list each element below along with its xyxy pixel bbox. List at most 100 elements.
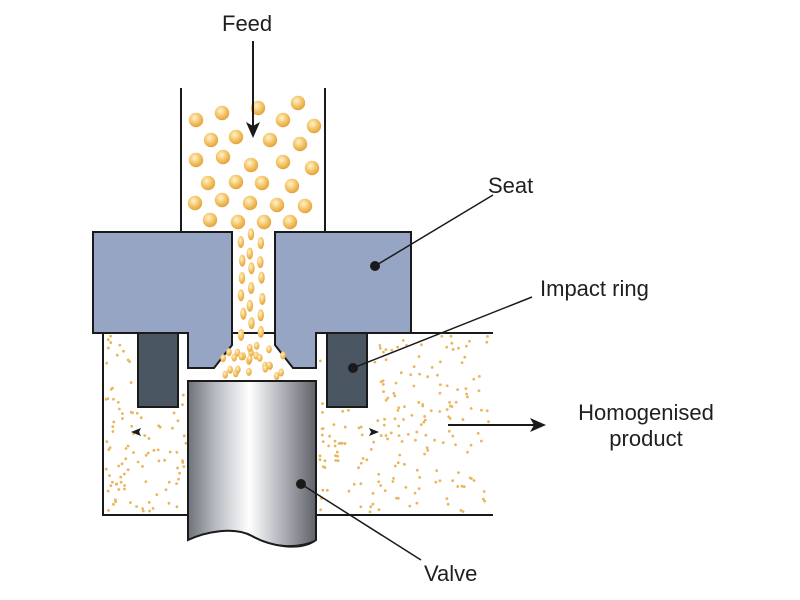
fine-particle bbox=[320, 433, 324, 437]
fine-particle bbox=[336, 459, 340, 463]
fine-particle bbox=[466, 450, 469, 454]
fine-particle bbox=[111, 430, 115, 433]
fine-particle bbox=[464, 387, 468, 391]
fine-particle bbox=[107, 448, 111, 452]
fine-particle bbox=[340, 441, 344, 445]
fine-particle bbox=[377, 508, 381, 512]
fine-particle bbox=[417, 355, 421, 358]
valve-bottom-shadow bbox=[251, 535, 317, 548]
fine-particle bbox=[369, 505, 373, 509]
valve bbox=[187, 380, 317, 548]
fine-particle bbox=[135, 505, 138, 508]
fine-particle bbox=[332, 423, 336, 427]
fine-particle bbox=[418, 476, 422, 479]
fine-particle bbox=[479, 439, 483, 443]
fine-particle bbox=[337, 442, 341, 445]
fine-particle bbox=[321, 427, 325, 431]
globule bbox=[237, 328, 245, 341]
fine-particle bbox=[126, 468, 130, 472]
fine-particle bbox=[382, 423, 386, 427]
fine-particle bbox=[398, 453, 402, 457]
fine-particle bbox=[323, 466, 327, 469]
fine-particle bbox=[359, 482, 363, 486]
homogenised-label-line2: product bbox=[609, 426, 683, 451]
fine-particle bbox=[352, 482, 356, 486]
globule bbox=[214, 192, 230, 208]
globule bbox=[240, 307, 247, 320]
fine-particle bbox=[115, 353, 119, 357]
fine-particle bbox=[334, 459, 338, 462]
fine-particle bbox=[359, 425, 363, 429]
fine-particle bbox=[106, 338, 110, 342]
fine-particle bbox=[177, 477, 180, 481]
impact-ring-leader-line bbox=[352, 296, 533, 369]
globule bbox=[203, 132, 219, 148]
fine-particle bbox=[412, 384, 416, 388]
fine-particle bbox=[439, 360, 442, 364]
globule bbox=[188, 112, 204, 128]
globule bbox=[306, 118, 322, 134]
fine-particle bbox=[423, 415, 427, 418]
fine-particle bbox=[461, 510, 465, 513]
globule bbox=[284, 178, 300, 194]
globule bbox=[273, 371, 280, 380]
globule bbox=[292, 136, 308, 152]
fine-particle bbox=[172, 411, 176, 415]
fine-particle bbox=[410, 413, 414, 417]
fine-particle bbox=[438, 479, 442, 483]
fine-particle bbox=[448, 417, 452, 420]
fine-particle bbox=[347, 408, 350, 412]
fine-particle bbox=[435, 373, 439, 377]
fine-particle bbox=[357, 426, 361, 430]
fine-particle bbox=[417, 401, 421, 404]
fine-particle bbox=[171, 426, 174, 430]
fine-particle bbox=[403, 462, 406, 466]
fine-particle bbox=[438, 410, 442, 413]
fine-particle bbox=[126, 358, 130, 362]
fine-particle bbox=[321, 488, 325, 492]
fine-particle bbox=[109, 484, 113, 488]
impact-ring-left bbox=[137, 332, 179, 408]
fine-particle bbox=[472, 479, 476, 482]
fine-particle bbox=[181, 393, 185, 397]
fine-particle bbox=[105, 361, 109, 365]
fine-particle bbox=[321, 440, 325, 443]
fine-particle bbox=[384, 434, 388, 437]
valve-body bbox=[187, 380, 317, 548]
fine-particle bbox=[476, 431, 480, 435]
fine-particle bbox=[472, 377, 476, 381]
fine-particle bbox=[419, 423, 423, 427]
fine-particle bbox=[112, 502, 115, 506]
fine-particle bbox=[457, 471, 460, 475]
fine-particle bbox=[318, 359, 322, 363]
globule bbox=[254, 175, 270, 191]
fine-particle bbox=[377, 472, 381, 476]
globule bbox=[304, 160, 320, 176]
fine-particle bbox=[369, 447, 373, 451]
fine-particle bbox=[454, 443, 457, 447]
fine-particle bbox=[115, 482, 119, 486]
fine-particle bbox=[451, 348, 455, 351]
fine-particle bbox=[445, 408, 449, 411]
globule bbox=[246, 367, 252, 376]
fine-particle bbox=[418, 372, 422, 376]
fine-particle bbox=[412, 365, 416, 369]
fine-particle bbox=[397, 406, 401, 410]
fine-particle bbox=[152, 448, 156, 452]
fine-particle bbox=[413, 491, 417, 495]
fine-particle bbox=[333, 444, 337, 448]
fine-particle bbox=[382, 350, 385, 354]
fine-particle bbox=[129, 381, 133, 384]
seat-leader-line bbox=[374, 194, 494, 267]
globule bbox=[220, 354, 226, 363]
fine-particle bbox=[445, 345, 449, 349]
fine-particle bbox=[371, 502, 375, 506]
globule bbox=[200, 175, 216, 191]
fine-particle bbox=[469, 407, 473, 410]
fine-particle bbox=[119, 475, 123, 479]
fine-particle bbox=[441, 441, 445, 445]
impact-ring-right bbox=[326, 332, 368, 408]
fine-particle bbox=[122, 472, 126, 476]
fine-particle bbox=[451, 479, 455, 483]
impact-ring-label: Impact ring bbox=[540, 276, 649, 301]
